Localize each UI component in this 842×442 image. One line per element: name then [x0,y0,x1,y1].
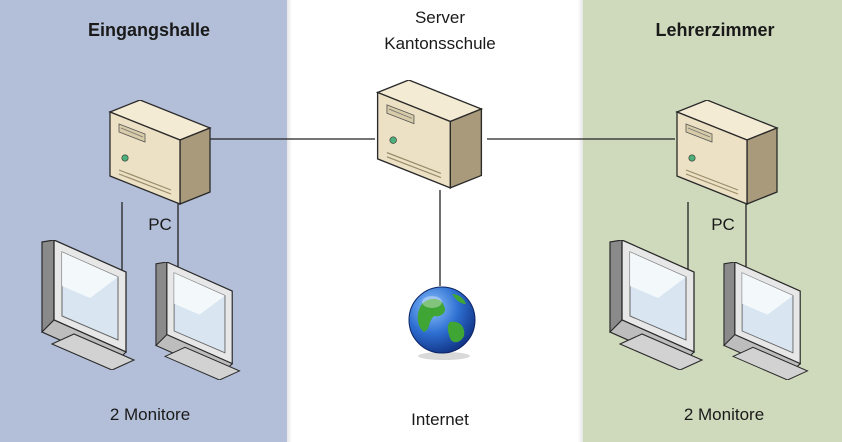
zone-divider-left [287,0,292,442]
server-label-line1: Server [414,8,466,27]
server-label-line2: Kantonsschule [384,34,496,53]
monitor-icon [723,262,809,380]
zone-divider-right [578,0,583,442]
computer-icon [108,100,212,205]
computer-icon [675,100,779,205]
pc-label-right: PC [711,215,735,234]
monitor-icon [40,240,136,370]
zone-eingangshalle [0,0,287,442]
pc-label-left: PC [148,215,172,234]
monitors-label-right: 2 Monitore [683,405,765,424]
internet-label: Internet [411,410,469,429]
zone-title-eingangshalle: Eingangshalle [87,20,211,40]
monitor-icon [155,262,241,380]
globe-icon [408,286,476,360]
server-computer-icon [375,80,484,189]
monitors-label-left: 2 Monitore [109,405,191,424]
zone-title-lehrerzimmer: Lehrerzimmer [655,20,775,40]
monitor-icon [608,240,704,370]
